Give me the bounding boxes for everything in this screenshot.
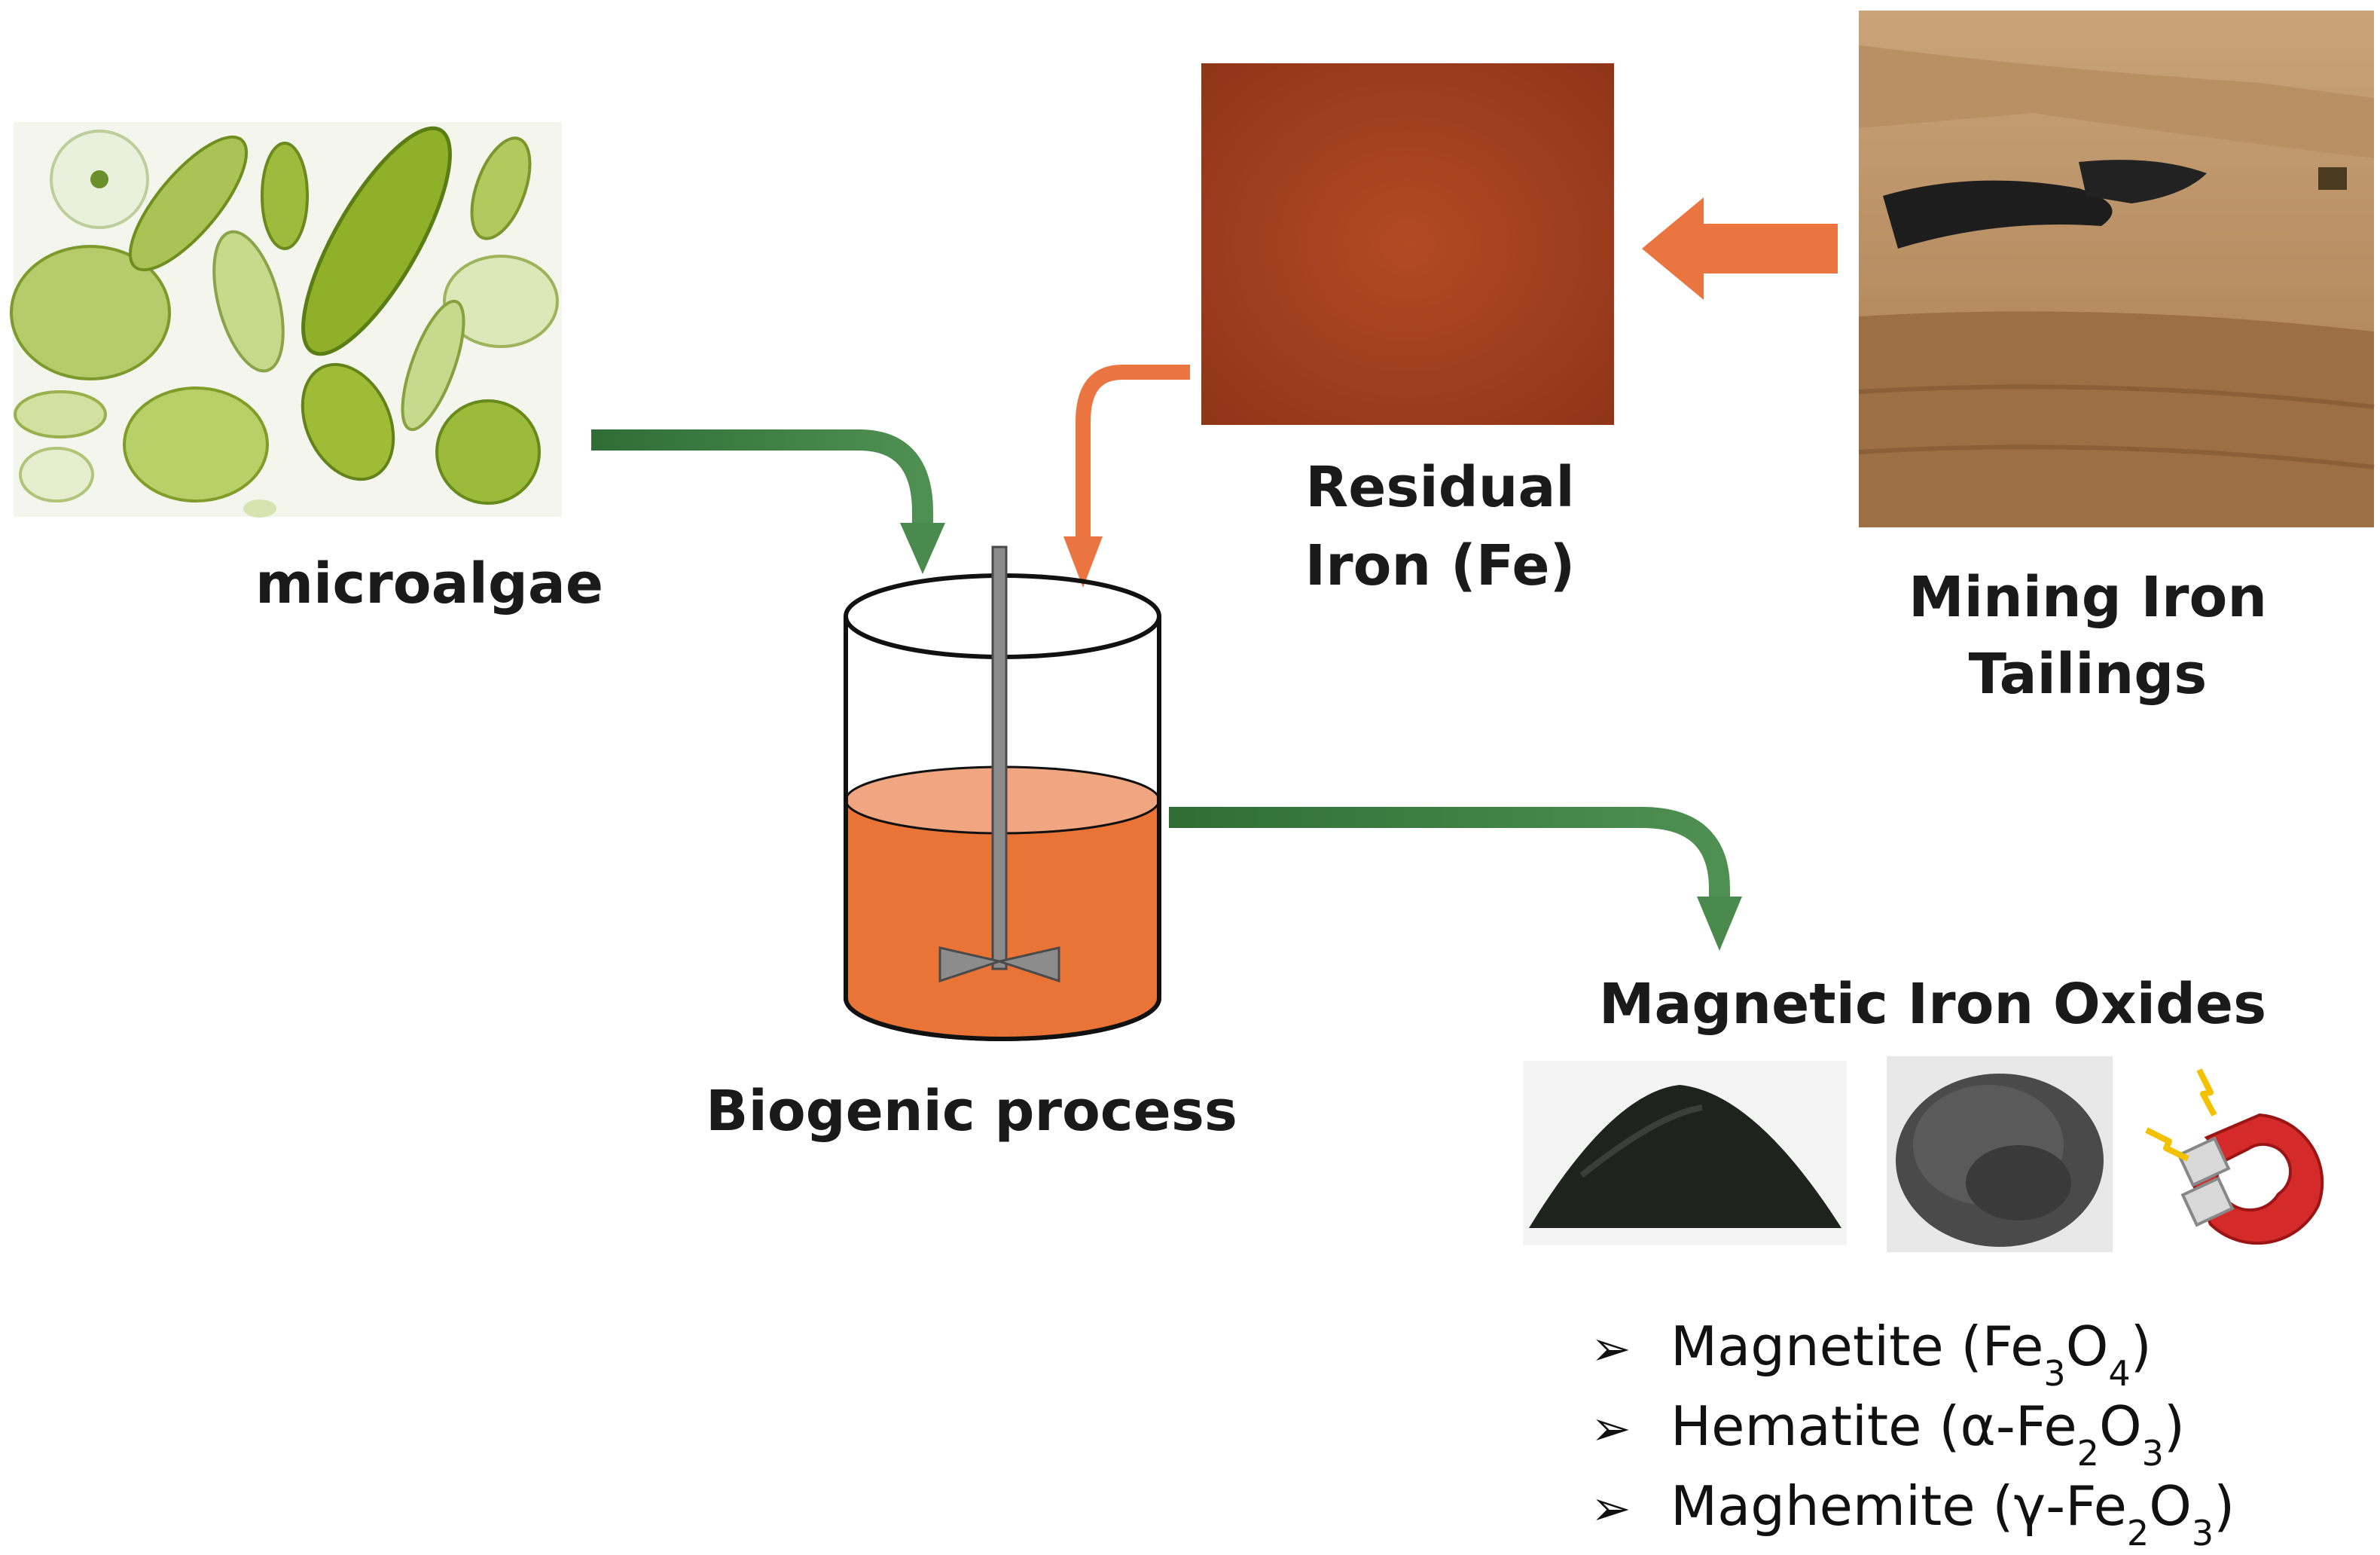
green-arrow-algae-to-reactor <box>591 429 945 574</box>
microalgae-label: microalgae <box>255 551 603 616</box>
orange-arrow-tailings-to-iron <box>1642 197 1838 300</box>
orange-arrow-iron-to-reactor <box>1063 365 1190 588</box>
products-title: Magnetic Iron Oxides <box>1599 972 2266 1037</box>
residual-iron-label-line2: Iron (Fe) <box>1305 533 1576 598</box>
oxide-formula: Hematite (α-Fe2O3) <box>1671 1395 2185 1474</box>
residual-iron-label-line1: Residual <box>1305 455 1575 520</box>
stirrer <box>938 545 1060 983</box>
oxide-formula: Magnetite (Fe3O4) <box>1671 1315 2152 1394</box>
magnet-icon <box>2145 1068 2324 1245</box>
oxide-item-magnetite: ➢ Magnetite (Fe3O4) <box>1591 1315 2152 1394</box>
bullet-arrow-icon: ➢ <box>1591 1401 1631 1457</box>
green-arrow-reactor-to-oxides <box>1169 807 1742 951</box>
microalgae-image <box>10 122 562 518</box>
oxide-item-maghemite: ➢ Maghemite (γ-Fe2O3) <box>1591 1474 2235 1553</box>
mining-tailings-image <box>1858 11 2375 527</box>
residual-iron-image <box>1201 63 1614 425</box>
granular-powder-image <box>1887 1056 2113 1252</box>
process-label: Biogenic process <box>706 1079 1237 1144</box>
mining-label-line2: Tailings <box>1969 642 2208 707</box>
bullet-arrow-icon: ➢ <box>1591 1481 1631 1537</box>
bullet-arrow-icon: ➢ <box>1591 1321 1631 1377</box>
black-powder-image <box>1523 1061 1847 1245</box>
oxide-formula: Maghemite (γ-Fe2O3) <box>1671 1474 2235 1553</box>
oxide-list: ➢ Magnetite (Fe3O4) ➢ Hematite (α-Fe2O3)… <box>1591 1315 2235 1553</box>
mining-label-line1: Mining Iron <box>1909 565 2267 630</box>
oxide-item-hematite: ➢ Hematite (α-Fe2O3) <box>1591 1395 2185 1474</box>
